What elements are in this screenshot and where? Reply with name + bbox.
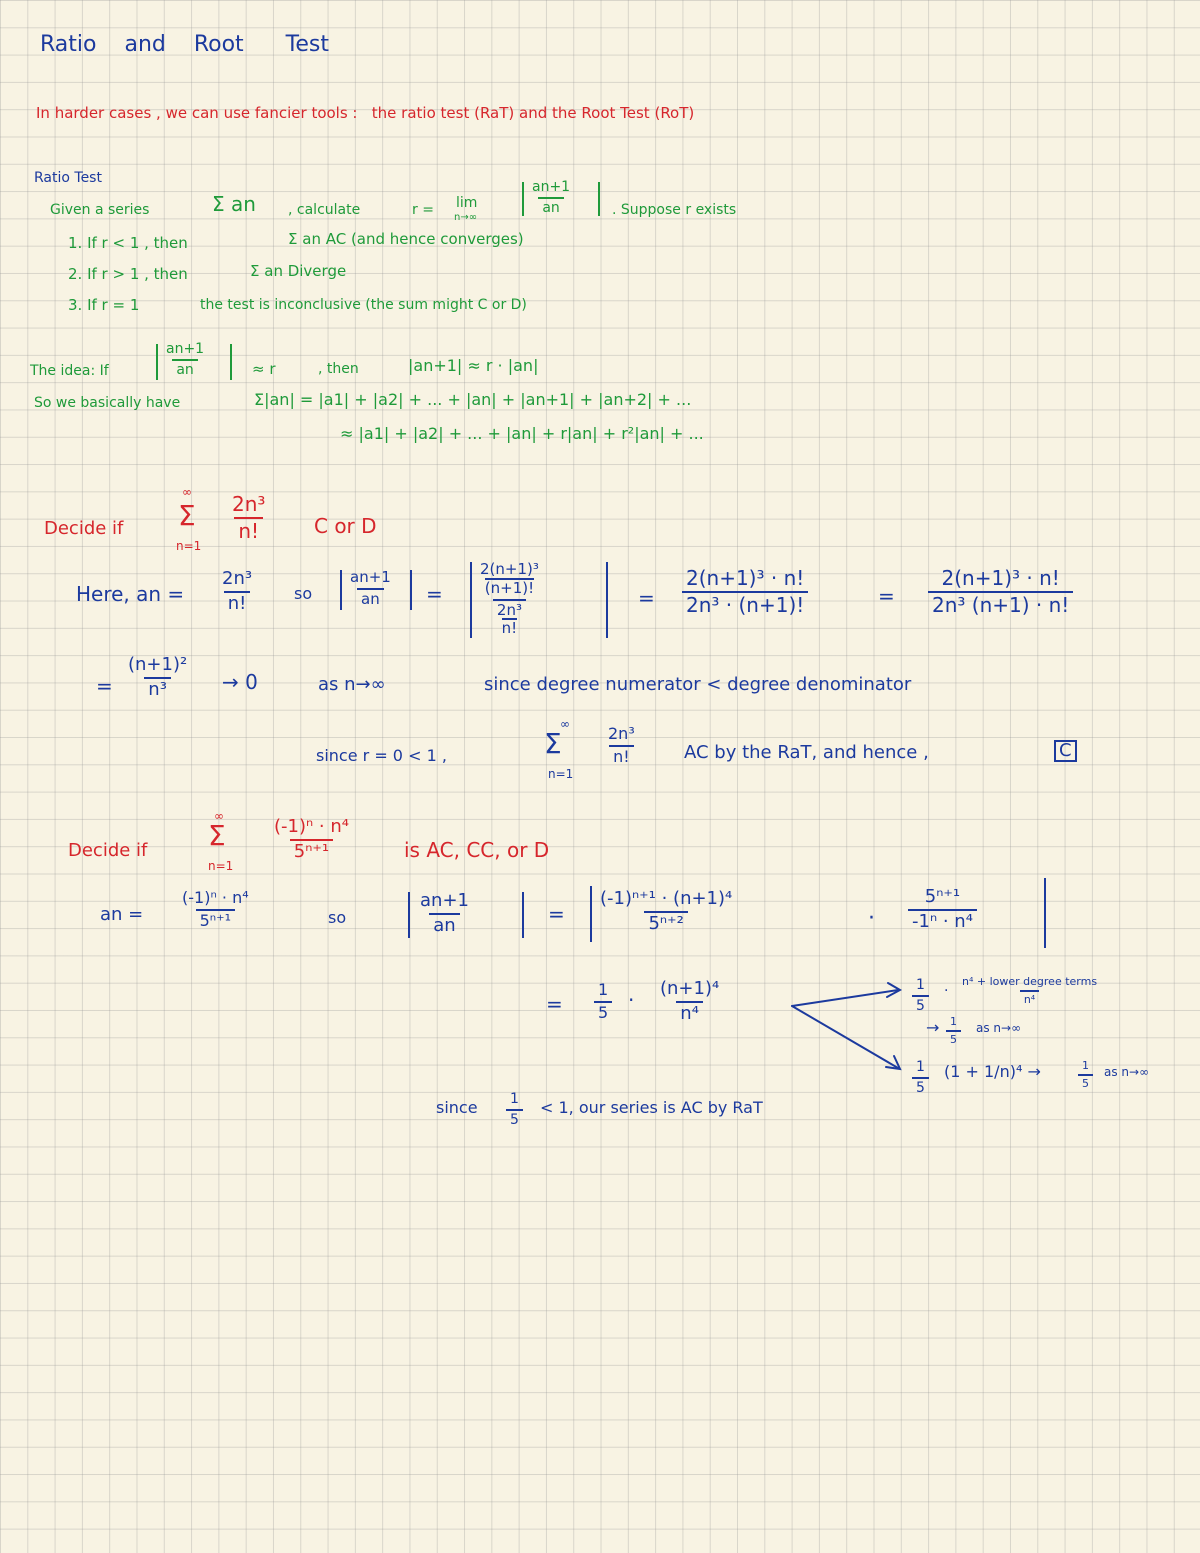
ex2-an-fraction: (-1)ⁿ · n⁴ 5ⁿ⁺¹ [182, 888, 249, 930]
ex1-sum-bottom: n=1 [176, 539, 202, 553]
sum-an: Σ an [212, 192, 256, 216]
ex2-big-fraction: (-1)ⁿ⁺¹ · (n+1)⁴ 5ⁿ⁺² [600, 888, 733, 934]
ex1-sigma: Σ [178, 499, 196, 532]
lim-subscript: n→∞ [454, 212, 478, 223]
ex1-decide-text: Decide if [44, 518, 124, 539]
rule-1-result: Σ an AC (and hence converges) [288, 230, 524, 248]
rule-3-result: the test is inconclusive (the sum might … [200, 297, 527, 313]
ex1-big-abs-left [470, 562, 472, 638]
ex2-equals-1: = [548, 902, 565, 926]
ex2-abs-left [408, 892, 410, 938]
ex2-an-label: an = [100, 904, 144, 925]
calculate-text: , calculate [288, 202, 361, 218]
ex2-term-fraction: (-1)ⁿ · n⁴ 5ⁿ⁺¹ [274, 816, 349, 862]
ex1-as-n-infinity: as n→∞ [318, 674, 386, 695]
ex2-big-abs-left [590, 886, 592, 942]
ex2-times-dot: · [868, 906, 875, 931]
ex1-big-abs-right [606, 562, 608, 638]
ex2-ratio-fraction: an+1 an [420, 890, 469, 936]
approx-r: ≈ r [252, 360, 276, 378]
ex2-so: so [328, 908, 347, 927]
ex1-equals-2: = [638, 586, 655, 610]
ex2-sigma: Σ [208, 819, 226, 852]
idea-ratio: an+1 an [166, 341, 205, 378]
abs-bar-left [522, 182, 524, 216]
branch1-dot: · [944, 983, 949, 999]
ex1-conclusion-text: AC by the RaT, and hence , [684, 742, 929, 763]
branch1-as: as n→∞ [976, 1021, 1022, 1035]
ex2-sum-top: ∞ [214, 809, 224, 823]
idea-label: The idea: If [30, 363, 109, 379]
ex1-an-fraction: 2n³ n! [222, 568, 253, 614]
rule-2-result: Σ an Diverge [250, 262, 347, 280]
ex2-equals-2: = [546, 992, 563, 1016]
idea-abs-right [230, 344, 232, 380]
ex1-boxed-answer: C [1054, 740, 1077, 762]
ex2-one-fifth: 1 5 [594, 981, 613, 1022]
branch1-fraction: n⁴ + lower degree terms n⁴ [962, 975, 1098, 1006]
abs-bar-right [598, 182, 600, 216]
ratio-test-heading: Ratio Test [34, 170, 102, 186]
ex2-abs-right [522, 892, 524, 938]
ex1-concl-sigma: Σ [544, 727, 562, 760]
idea-sum-line-2: ≈ |a1| + |a2| + ... + |an| + r|an| + r²|… [340, 424, 704, 443]
rule-1-condition: 1. If r < 1 , then [68, 234, 188, 252]
rule-2-condition: 2. If r > 1 , then [68, 265, 188, 283]
ex1-ratio-fraction: an+1 an [350, 568, 391, 608]
ex1-concl-fraction: 2n³ n! [608, 724, 635, 766]
ex1-step4-fraction: (n+1)² n³ [128, 654, 188, 700]
intro-text: In harder cases , we can use fancier too… [36, 104, 695, 122]
page-title: Ratio and Root Test [40, 32, 329, 57]
ex2-since: since [436, 1098, 478, 1117]
ex1-so: so [294, 584, 313, 603]
branch2-expression: (1 + 1/n)⁴ → [944, 1062, 1041, 1081]
ex1-abs-left [340, 570, 342, 610]
branch2-as: as n→∞ [1104, 1065, 1150, 1079]
ex1-equals-1: = [426, 582, 443, 606]
ratio-fraction: an+1 an [532, 179, 571, 216]
given-series-text: Given a series [50, 202, 150, 218]
branch2-limit-fraction: 1 5 [1078, 1060, 1093, 1089]
ex1-concl-sum-top: ∞ [560, 717, 570, 731]
ex2-big-abs-right [1044, 878, 1046, 948]
ex1-here-an: Here, an = [76, 582, 185, 606]
idea-sum-line-1: Σ|an| = |a1| + |a2| + ... + |an| + |an+1… [254, 390, 692, 409]
ex2-since-fraction: 1 5 [506, 1092, 523, 1127]
ex2-dot-2: · [628, 988, 635, 1012]
ex2-conclusion-text: < 1, our series is AC by RaT [540, 1098, 763, 1117]
ex1-step2-fraction: 2(n+1)³ · n! 2n³ · (n+1)! [682, 568, 809, 616]
idea-then-expression: |an+1| ≈ r · |an| [408, 356, 539, 375]
ex2-decide-text: Decide if [68, 840, 148, 861]
branch1-one-fifth: 1 5 [912, 978, 929, 1013]
then-text: , then [318, 361, 359, 377]
ex1-abs-right [410, 570, 412, 610]
branch2-one-fifth: 1 5 [912, 1060, 929, 1095]
ex1-step3-fraction: 2(n+1)³ · n! 2n³ (n+1) · n! [928, 568, 1074, 616]
lim-text: lim [456, 195, 478, 211]
ex1-degree-reason: since degree numerator < degree denomina… [484, 674, 912, 695]
ex2-sum-bottom: n=1 [208, 859, 234, 873]
ex1-question: C or D [314, 514, 377, 538]
ex1-sum-top: ∞ [182, 485, 192, 499]
ex1-term-fraction: 2n³ n! [232, 492, 266, 543]
ex2-inverse-fraction: 5ⁿ⁺¹ -1ⁿ · n⁴ [908, 887, 977, 932]
ex2-question: is AC, CC, or D [404, 838, 550, 862]
ex1-equals-3: = [878, 584, 895, 608]
r-equals: r = [412, 202, 434, 218]
so-basically-text: So we basically have [34, 395, 181, 411]
idea-abs-left [156, 344, 158, 380]
ex1-concl-sum-bottom: n=1 [548, 767, 574, 781]
suppose-text: . Suppose r exists [612, 202, 737, 218]
ex1-limit: → 0 [222, 670, 258, 694]
ex1-since-r: since r = 0 < 1 , [316, 746, 447, 765]
ex2-step2-fraction: (n+1)⁴ n⁴ [660, 978, 720, 1024]
ex1-compound-fraction: 2(n+1)³ (n+1)! 2n³ n! [480, 560, 539, 638]
branch1-limit-fraction: 1 5 [946, 1016, 961, 1045]
ex1-equals-4: = [96, 674, 113, 698]
rule-3-condition: 3. If r = 1 [68, 296, 140, 314]
branch1-limit-arrow: → [926, 1018, 940, 1037]
